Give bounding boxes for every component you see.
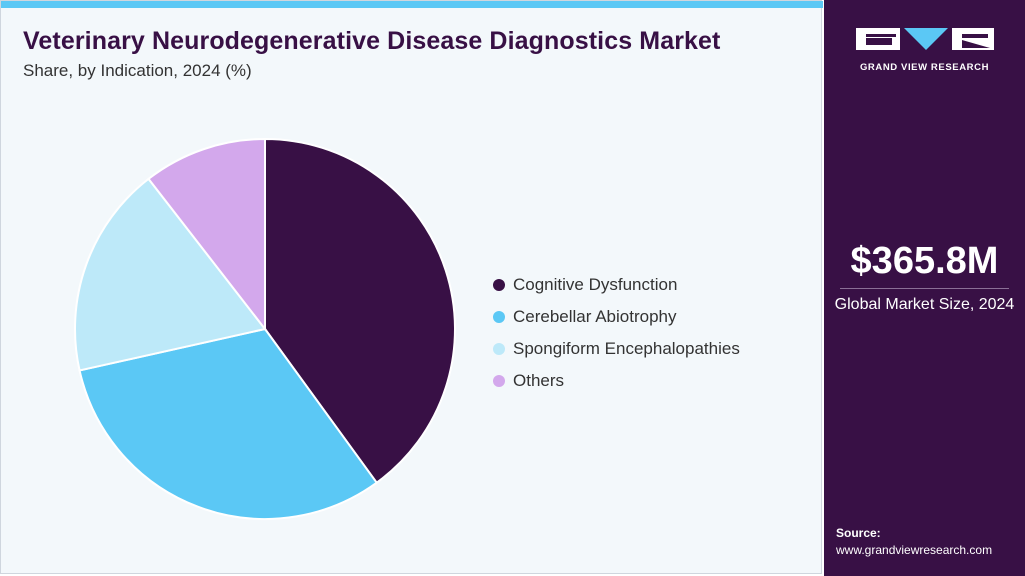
chart-panel: Veterinary Neurodegenerative Disease Dia…: [0, 0, 823, 574]
legend-label: Cognitive Dysfunction: [513, 275, 678, 294]
accent-bar: [1, 1, 823, 8]
source-link[interactable]: www.grandviewresearch.com: [836, 543, 993, 557]
pie-slice-spongiform-encephalopathies: [74, 177, 267, 372]
pie-slice-others: [147, 137, 266, 332]
legend-label: Cerebellar Abiotrophy: [513, 307, 677, 326]
legend-swatch: [493, 279, 505, 291]
brand-name: GRAND VIEW RESEARCH: [859, 62, 990, 73]
brand-logo: GRAND VIEW RESEARCH: [852, 26, 997, 76]
pie-slice-cerebellar-abiotrophy: [78, 327, 379, 520]
legend-label: Spongiform Encephalopathies: [513, 339, 740, 358]
pie-chart: [74, 137, 456, 520]
page-title: Veterinary Neurodegenerative Disease Dia…: [23, 27, 721, 55]
legend-swatch: [493, 311, 505, 323]
legend-item: Spongiform Encephalopathies: [493, 333, 740, 365]
legend-swatch: [493, 343, 505, 355]
gvr-logo-icon: [856, 28, 994, 50]
info-sidebar: GRAND VIEW RESEARCH $365.8M Global Marke…: [824, 0, 1025, 576]
market-size-value: $365.8M: [850, 240, 999, 282]
divider: [840, 288, 1009, 289]
pie-slice-cognitive-dysfunction: [264, 137, 456, 485]
chart-subtitle: Share, by Indication, 2024 (%): [23, 61, 252, 80]
legend-item: Cerebellar Abiotrophy: [493, 301, 740, 333]
source-label: Source:: [836, 526, 881, 540]
legend-item: Others: [493, 365, 740, 397]
legend-item: Cognitive Dysfunction: [493, 269, 740, 301]
legend-swatch: [493, 375, 505, 387]
market-size-label: Global Market Size, 2024: [834, 296, 1015, 313]
legend-label: Others: [513, 371, 565, 390]
